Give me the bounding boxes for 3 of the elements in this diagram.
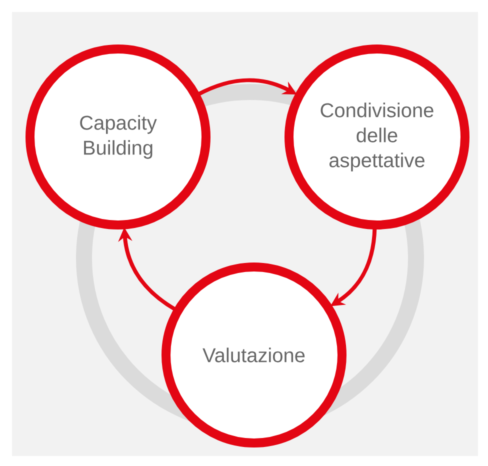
circle-node: Capacity Building xyxy=(26,44,210,230)
circle-node: Valutazione xyxy=(162,262,346,448)
circle-node: Condivisione delle aspettative xyxy=(284,44,470,230)
